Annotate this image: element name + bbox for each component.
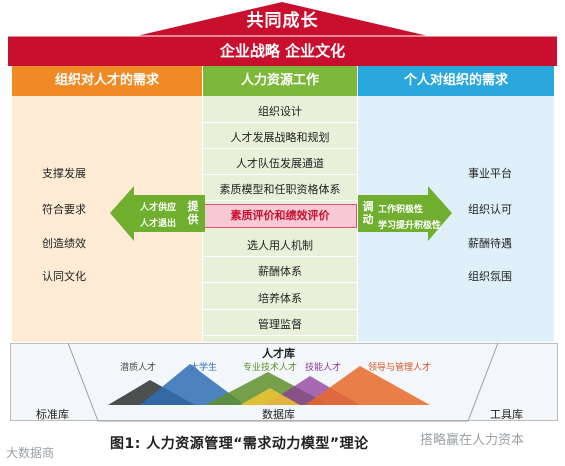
roof-band [8, 36, 557, 66]
center-item-supervision: 管理监督 [203, 315, 357, 336]
left-item-identify-culture: 认同文化 [42, 270, 86, 283]
talent-pool-label: 人才库 [262, 347, 295, 360]
peak-leaders [305, 366, 430, 405]
peak-label-leaders: 领导与管理人才 [368, 363, 432, 373]
peak-yellow [240, 388, 300, 405]
left-arrow-vertical: 提供 [187, 200, 199, 226]
foundation-trapezoid [67, 342, 499, 422]
right-arrow-line-1: 工作积极性 [378, 205, 424, 215]
peak-label-skilled: 技能人才 [305, 363, 342, 373]
peak-label-graduates: 大学生 [190, 363, 218, 373]
roof-subtitle: 企业战略 企业文化 [219, 42, 346, 60]
peak-label-professionals: 专业技术人才 [243, 363, 298, 373]
right-arrow-shape [358, 186, 452, 241]
right-item-compensation: 薪酬待遇 [468, 237, 512, 250]
peak-label-potential: 潜质人才 [120, 363, 157, 373]
left-item-create-performance: 创造绩效 [42, 237, 86, 250]
left-item-support-development: 支撑发展 [42, 167, 86, 180]
center-item-competency-model: 素质模型和任职资格体系 [203, 180, 357, 201]
database-label: 数据库 [262, 408, 295, 421]
center-column-header: 人力资源工作 [203, 66, 357, 96]
center-item-org-design: 组织设计 [203, 102, 357, 123]
center-item-compensation-system: 薪酬体系 [203, 262, 357, 283]
right-arrow-vertical: 调动 [362, 200, 374, 226]
figure-caption: 图1: 人力资源管理“需求动力模型”理论 [110, 436, 369, 452]
left-arrow-line-2: 人才退出 [140, 219, 177, 229]
center-item-evaluation-highlight: 素质评价和绩效评价 [203, 204, 357, 228]
left-arrow-shape [110, 186, 205, 241]
center-item-talent-strategy: 人才发展战略和规划 [203, 128, 357, 149]
tool-lib-label: 工具库 [490, 408, 523, 421]
left-column-header: 组织对人才的需求 [12, 66, 202, 96]
roof-title: 共同成长 [246, 11, 319, 31]
right-item-org-recognition: 组织认可 [468, 203, 512, 216]
right-item-career-platform: 事业平台 [468, 167, 512, 180]
left-arrow-line-1: 人才供应 [140, 203, 177, 213]
center-item-selection-mechanism: 选人用人机制 [203, 236, 357, 257]
watermark-right: 搭略赢在人力资本 [420, 433, 525, 448]
right-item-org-atmosphere: 组织氛围 [468, 270, 512, 283]
watermark-left: 大数据商 [6, 446, 55, 460]
standard-lib-label: 标准库 [36, 408, 69, 421]
right-column-header: 个人对组织的需求 [358, 66, 554, 96]
center-item-training-system: 培养体系 [203, 289, 357, 310]
left-item-meet-requirements: 符合要求 [42, 203, 86, 216]
roof [8, 2, 557, 66]
center-item-talent-path: 人才队伍发展通道 [203, 154, 357, 175]
right-arrow-line-2: 学习提升积极性 [378, 221, 442, 231]
peak-graduates [140, 364, 245, 405]
